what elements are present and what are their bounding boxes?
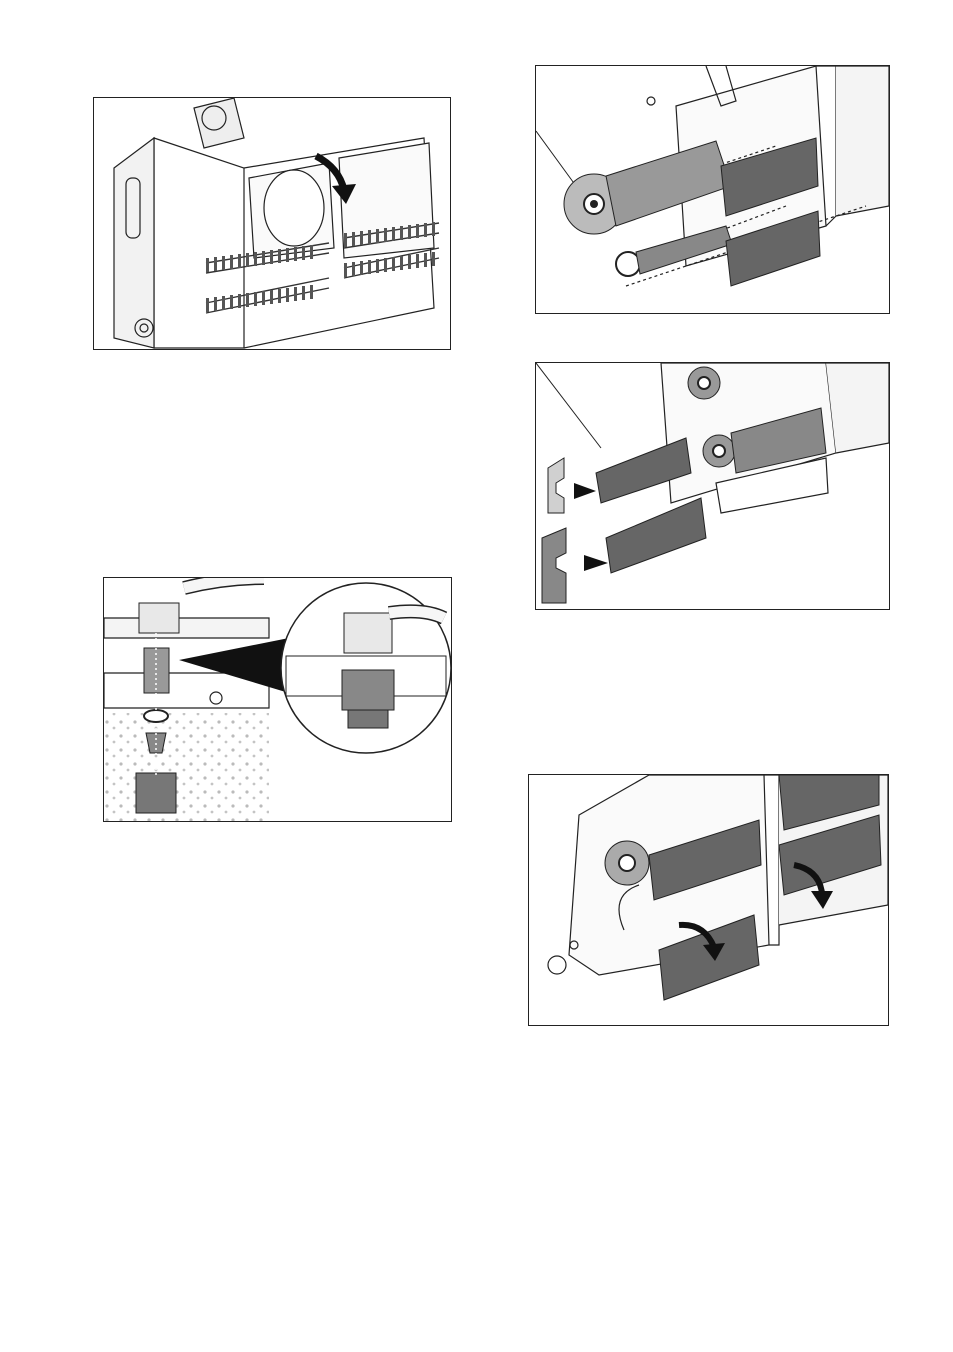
- profile-part: [542, 458, 566, 603]
- brush-rotate-illustration: [529, 775, 888, 1025]
- figure-brush-rollers: [535, 65, 890, 314]
- brush-rollers-illustration: [536, 66, 889, 313]
- magnifier-detail-icon: [281, 583, 451, 753]
- brush-unit-illustration: [94, 98, 450, 349]
- figure-nozzle-assembly: [103, 577, 452, 822]
- figure-brush-strip-insert: [535, 362, 890, 610]
- nozzle-assembly-illustration: [104, 578, 451, 821]
- figure-brush-strip-rotate: [528, 774, 889, 1026]
- figure-brush-unit-removal: [93, 97, 451, 350]
- brush-strip-illustration: [536, 363, 889, 609]
